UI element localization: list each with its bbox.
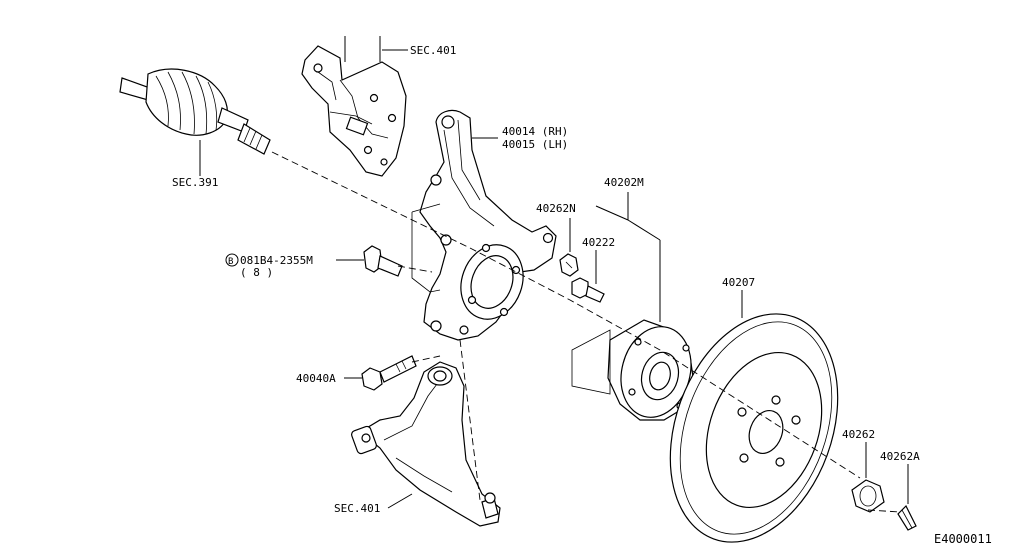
knuckle-rh-label: 40014 (RH) <box>502 125 568 138</box>
bolt-code-symbol-circle <box>225 253 239 267</box>
sec391-label: SEC.391 <box>172 176 218 189</box>
bolt-code-symbol: B <box>228 257 233 267</box>
bolt-40040a <box>361 355 417 391</box>
diagram-id: E4000011 <box>934 532 992 546</box>
sec401-top-label: SEC.401 <box>410 44 456 57</box>
hub-assembly <box>571 319 695 421</box>
drive-shaft <box>119 68 271 155</box>
nut-40262-label: 40262 <box>842 428 875 441</box>
axle-nut <box>851 479 885 513</box>
brake-rotor <box>669 313 839 543</box>
hub-bolt <box>571 277 605 303</box>
steering-knuckle <box>411 109 557 341</box>
pin-40262a-label: 40262A <box>880 450 920 463</box>
knuckle-bolt <box>363 245 403 277</box>
hub-bolt-label: 40222 <box>582 236 615 249</box>
bolt-qty-label: ( 8 ) <box>240 266 273 279</box>
lower-control-arm <box>351 361 501 527</box>
hub-nut-inner-label: 40262N <box>536 202 576 215</box>
rotor-label: 40207 <box>722 276 755 289</box>
cotter-pin <box>897 504 917 531</box>
bolt-40040a-label: 40040A <box>296 372 336 385</box>
sec401-bottom-label: SEC.401 <box>334 502 380 515</box>
assembly-lines <box>271 151 901 513</box>
hub-assembly-label: 40202M <box>604 176 644 189</box>
hub-nut-inner <box>559 253 579 277</box>
knuckle-lh-label: 40015 (LH) <box>502 138 568 151</box>
bolt-code-label: 081B4-2355M <box>240 254 313 267</box>
strut-bracket <box>301 36 407 177</box>
